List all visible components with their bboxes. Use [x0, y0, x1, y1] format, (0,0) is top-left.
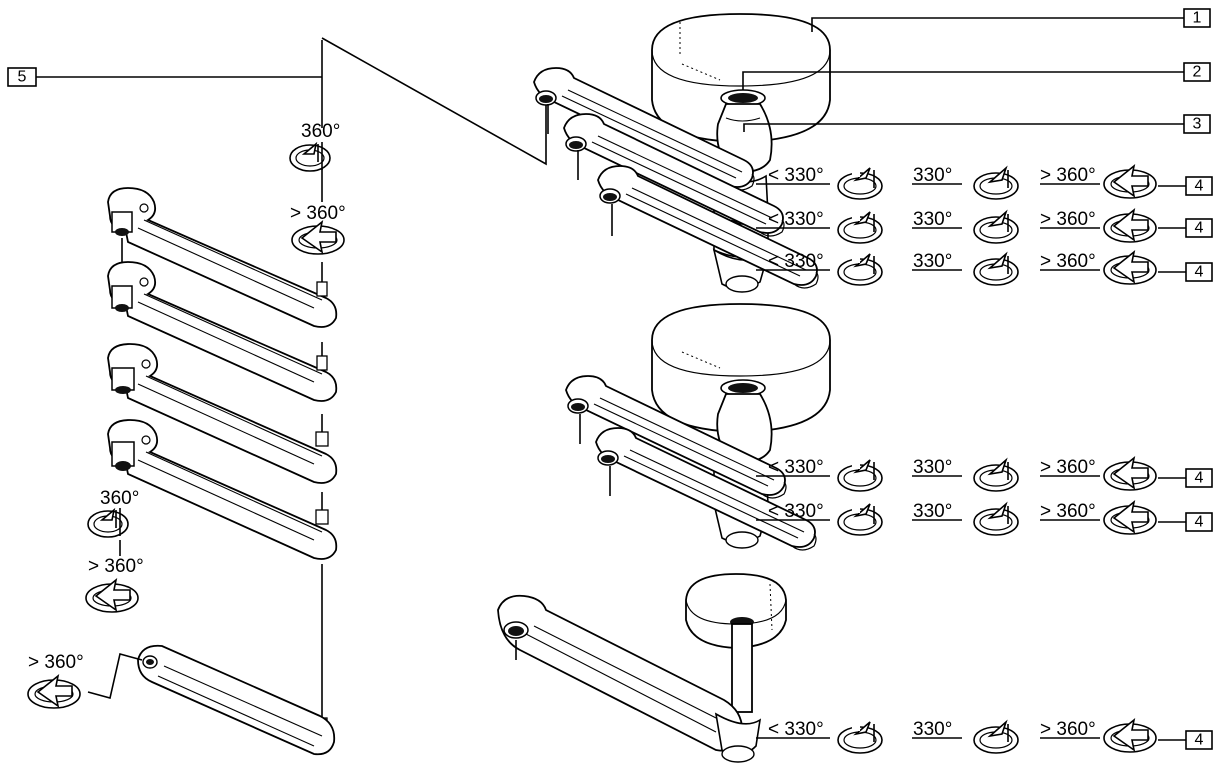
callout-number: 4	[1195, 514, 1204, 531]
angle-label: 360°	[100, 488, 139, 509]
callout-number: 4	[1195, 470, 1204, 487]
single-arm-system	[497, 573, 787, 763]
angle-label: 330°	[913, 209, 952, 230]
angle-label: 330°	[913, 165, 952, 186]
angle-label: > 360°	[1040, 209, 1096, 230]
callout-number: 3	[1193, 116, 1202, 133]
callout-1: 1	[811, 8, 1211, 32]
angle-label: > 360°	[1040, 251, 1096, 272]
angle-label: 330°	[913, 251, 952, 272]
angle-label: < 330°	[768, 165, 824, 186]
angle-label: < 330°	[768, 209, 824, 230]
three-arm-system	[533, 13, 831, 293]
exploded-arm-stack	[87, 40, 338, 756]
callout-number: 4	[1195, 178, 1204, 195]
callout-3: 3	[743, 114, 1211, 134]
angle-label: < 330°	[768, 457, 824, 478]
rotation-row: < 330° 330° > 360° 4	[756, 165, 1213, 200]
angle-label: > 360°	[1040, 719, 1096, 740]
angle-label: 330°	[913, 501, 952, 522]
angle-label: 330°	[913, 457, 952, 478]
angle-label: > 360°	[1040, 501, 1096, 522]
callout-number: 4	[1195, 732, 1204, 749]
callout-number: 5	[18, 69, 27, 86]
callout-number: 2	[1193, 64, 1202, 81]
angle-label: < 330°	[768, 501, 824, 522]
callout-2: 2	[742, 62, 1211, 90]
angle-label: 330°	[913, 719, 952, 740]
rotation-row: < 330° 330° > 360° 4	[756, 209, 1213, 244]
callout-number: 4	[1195, 220, 1204, 237]
two-arm-system	[565, 303, 831, 551]
left-rotation-symbols: 360° > 360° 360° > 360° > 360°	[27, 121, 346, 709]
angle-label: > 360°	[290, 203, 346, 224]
rotation-row: < 330° 330° > 360° 4	[756, 501, 1213, 536]
rotation-row: < 330° 330° > 360° 4	[756, 251, 1213, 286]
rotation-row: < 330° 330° > 360° 4	[756, 457, 1213, 492]
angle-label: < 330°	[768, 251, 824, 272]
callout-number: 4	[1195, 264, 1204, 281]
angle-label: > 360°	[88, 556, 144, 577]
angle-label: < 330°	[768, 719, 824, 740]
rotation-row: < 330° 330° > 360° 4	[756, 719, 1213, 754]
callout-5: 5	[7, 37, 547, 166]
angle-label: > 360°	[1040, 457, 1096, 478]
angle-label: > 360°	[28, 652, 84, 673]
angle-label: 360°	[301, 121, 340, 142]
angle-label: > 360°	[1040, 165, 1096, 186]
callout-number: 1	[1193, 10, 1202, 27]
